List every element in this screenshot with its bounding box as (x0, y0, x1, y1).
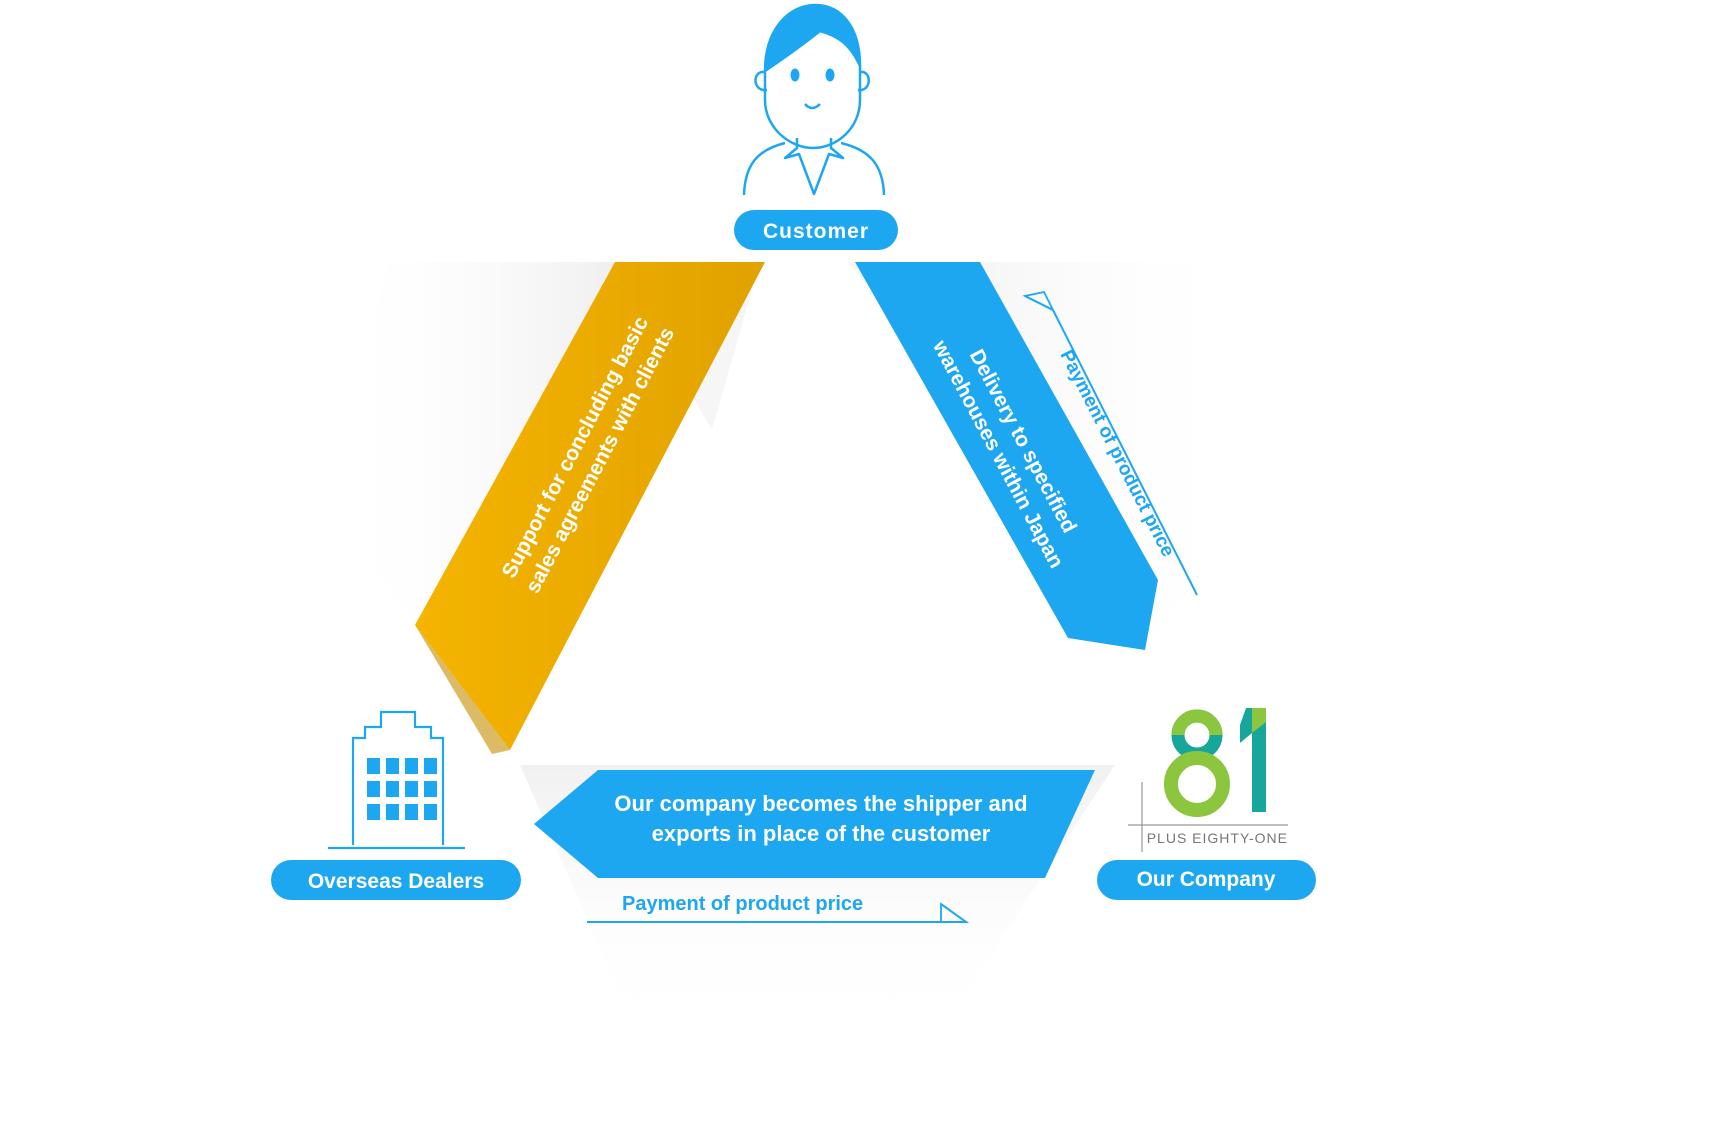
customer-node: Customer (734, 210, 898, 250)
building-window (424, 781, 437, 797)
our-company-label: Our Company (1137, 868, 1276, 891)
shipper-flow-line1: Our company becomes the shipper and (614, 791, 1027, 816)
building-window (424, 804, 437, 820)
customer-label: Customer (763, 220, 869, 243)
overseas-dealers-pill (271, 860, 521, 900)
building-window (386, 758, 399, 774)
support-flow-band: Support for concluding basic sales agree… (415, 262, 765, 754)
company-logo-subtitle: PLUS EIGHTY-ONE (1147, 830, 1288, 846)
overseas-dealers-node: Overseas Dealers (271, 860, 521, 900)
bottom-payment-arrow: Payment of product price (587, 893, 970, 923)
customer-pill (734, 210, 898, 250)
building-window (405, 758, 418, 774)
company-logo: PLUS EIGHTY-ONE (1128, 708, 1288, 852)
shipper-flow-band: Our company becomes the shipper and expo… (534, 770, 1095, 878)
building-window (386, 804, 399, 820)
building-window (367, 758, 380, 774)
overseas-dealers-label: Overseas Dealers (308, 870, 484, 893)
building-window (405, 804, 418, 820)
building-window (386, 781, 399, 797)
bottom-payment-label: Payment of product price (622, 893, 863, 915)
building-window (424, 758, 437, 774)
our-company-node: Our Company (1097, 860, 1316, 900)
building-window (405, 781, 418, 797)
building-icon (328, 710, 465, 850)
building-window (367, 781, 380, 797)
building-window (367, 804, 380, 820)
person-icon (742, 3, 886, 196)
our-company-pill (1097, 860, 1316, 900)
shipper-flow-line2: exports in place of the customer (652, 821, 991, 846)
